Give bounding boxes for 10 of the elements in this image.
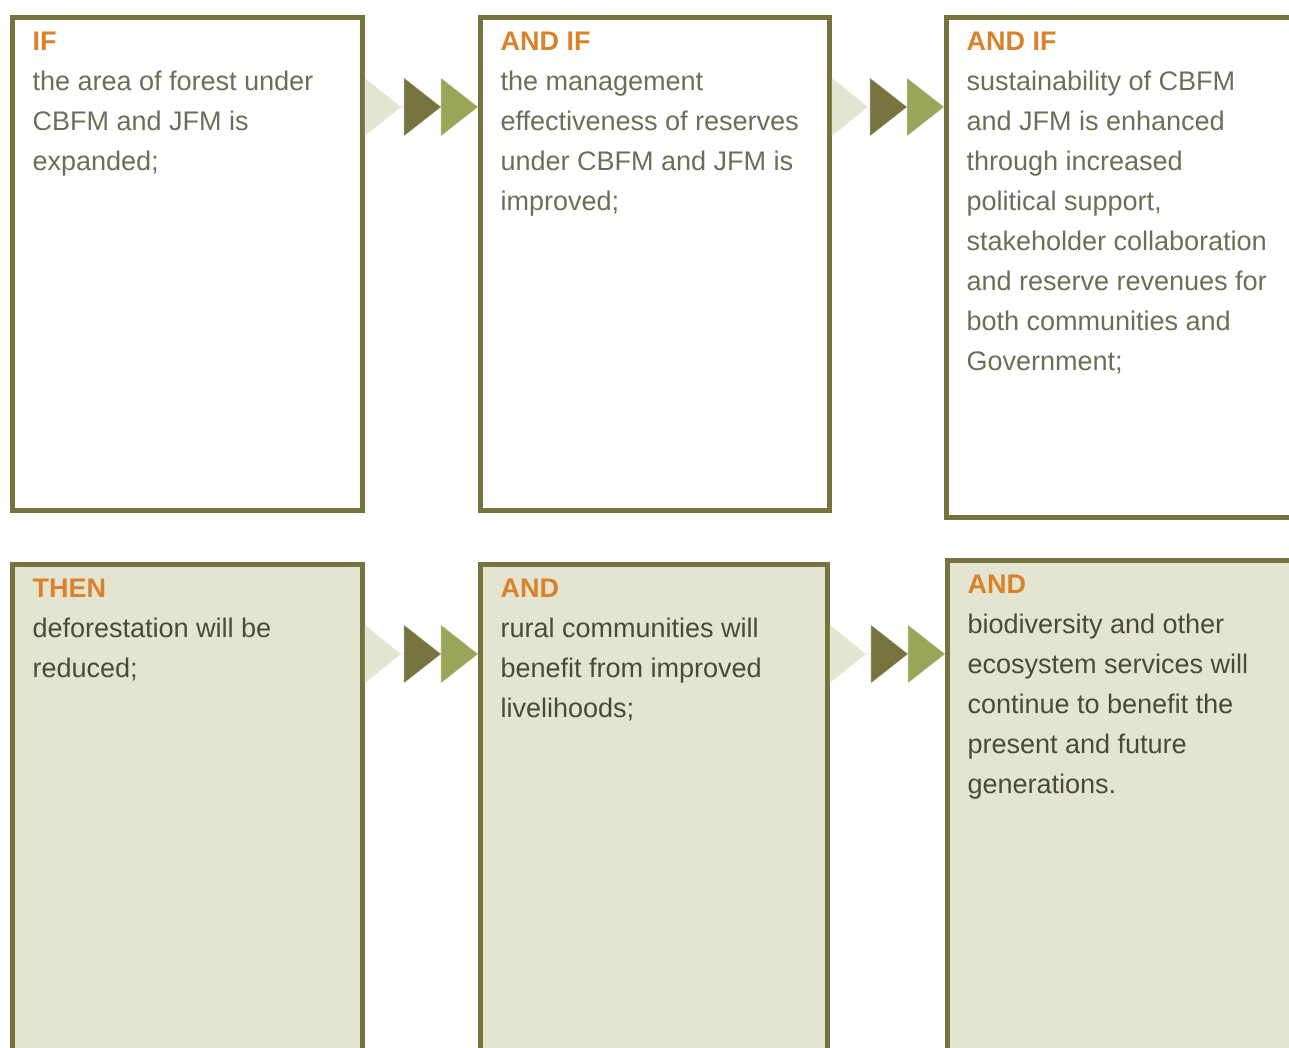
chevron-arrow	[365, 625, 478, 683]
chevron-arrow	[832, 78, 944, 136]
text-box: THEN deforestation will be reduced;	[10, 562, 365, 1048]
text-box: AND biodiversity and other ecosystem services will continue to benefit the present and future generations.	[945, 558, 1289, 1048]
chevron-arrow	[365, 78, 478, 136]
text-box: IF the area of forest under CBFM and JFM is expanded;	[10, 15, 365, 513]
text-box: AND IF the management effectiveness of reserves under CBFM and JFM is improved;	[478, 15, 832, 513]
text-box: AND rural communities will benefit from improved livelihoods;	[478, 562, 830, 1048]
chevron-arrow	[830, 625, 945, 683]
text-box: AND IF sustainability of CBFM and JFM is enhanced through increased political support, stakeholder collaboration and reserve revenues for both communities and Government;	[944, 15, 1289, 520]
